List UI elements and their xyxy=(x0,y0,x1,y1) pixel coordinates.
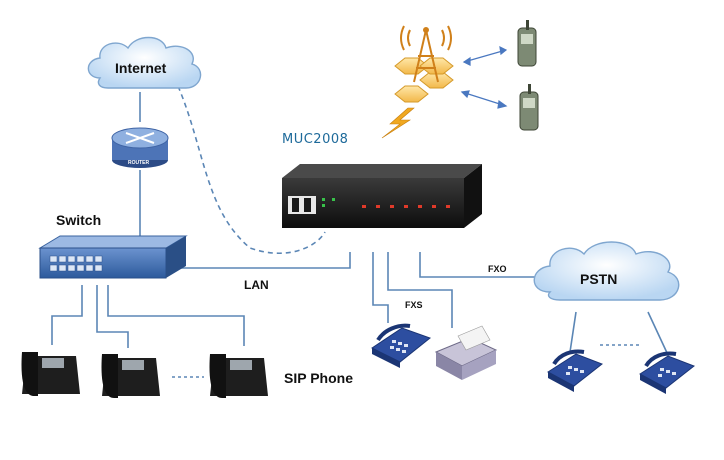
link-fxo xyxy=(419,252,545,278)
device-label: MUC2008 xyxy=(282,132,349,147)
fxo-label: FXO xyxy=(488,264,507,274)
link-switch-phone-3 xyxy=(107,285,245,346)
link-pstn-phone-1 xyxy=(569,311,577,353)
lan-label: LAN xyxy=(244,278,269,292)
link-fxs-phone xyxy=(372,252,389,323)
fxs-label: FXS xyxy=(405,300,423,310)
link-lan xyxy=(180,252,351,269)
lightning-icon xyxy=(381,107,415,139)
mobile-phone-icon-2 xyxy=(519,84,539,131)
link-fxs-fax xyxy=(387,252,453,328)
fax-machine-icon xyxy=(434,325,498,380)
sip-phone-icon-2 xyxy=(101,354,160,398)
switch-icon xyxy=(38,235,188,279)
sip-phone-icon-3 xyxy=(209,354,268,398)
link-switch-phone-1 xyxy=(51,285,83,345)
pstn-cloud xyxy=(533,241,680,301)
internet-label: Internet xyxy=(115,60,167,76)
router-icon xyxy=(111,127,169,168)
switch-label: Switch xyxy=(56,212,102,228)
internet-cloud xyxy=(87,36,202,89)
link-switch-phone-2 xyxy=(96,285,129,348)
cell-tower-icon xyxy=(394,25,454,103)
router-label: ROUTER xyxy=(128,160,150,166)
mobile-phone-icon-1 xyxy=(517,20,537,67)
wireless-arrows xyxy=(460,45,508,109)
gateway-device-icon xyxy=(282,164,482,228)
link-pstn-phone-2 xyxy=(647,311,669,356)
analog-phone-icon-pstn-1 xyxy=(547,349,604,392)
pstn-label: PSTN xyxy=(580,271,618,287)
analog-phone-icon-fxs xyxy=(371,323,432,368)
analog-phone-icon-pstn-2 xyxy=(639,351,696,394)
links xyxy=(51,85,669,356)
sip-phone-icon-1 xyxy=(21,352,80,396)
sip-phone-label: SIP Phone xyxy=(284,370,353,386)
